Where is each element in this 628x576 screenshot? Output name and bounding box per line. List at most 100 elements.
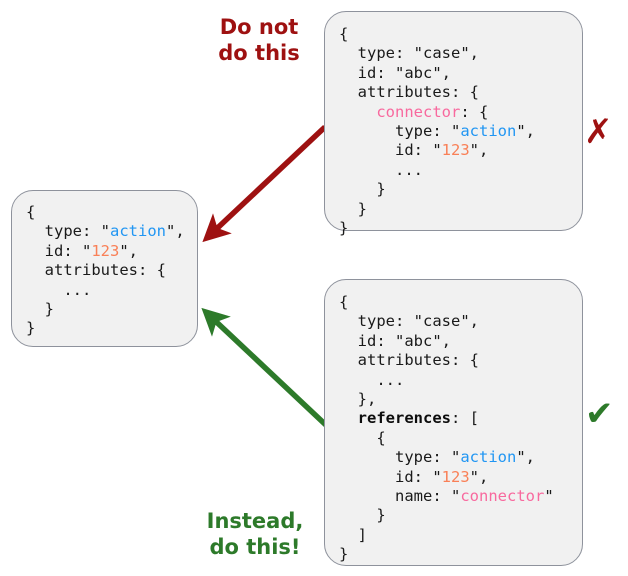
code-line: type: "action", (26, 222, 185, 241)
code-line: id: "abc", (339, 64, 568, 83)
code-token-text: " (469, 467, 479, 486)
code-token-text: }, (339, 389, 377, 408)
code-line: { (339, 429, 568, 448)
code-token-text: , (469, 312, 480, 331)
action-object-box: { type: "action", id: "123", attributes:… (11, 190, 198, 347)
code-token-value: 123 (91, 241, 120, 260)
code-token-text: " (432, 63, 442, 82)
code-line: } (26, 319, 183, 338)
code-token-text: " (544, 486, 554, 505)
code-token-text: id: " (26, 241, 92, 260)
code-line: type: "action", (339, 122, 568, 141)
code-line: id: "abc", (339, 332, 568, 351)
code-token-text: type: " (339, 312, 423, 331)
code-line: attributes: { (339, 351, 568, 370)
code-token-text: } (26, 319, 36, 338)
code-line: type: "case", (339, 312, 568, 331)
code-token-text: { (339, 293, 349, 311)
code-line: { (26, 203, 183, 222)
code-token-text: " (516, 121, 526, 140)
code-line: id: "123", (339, 141, 568, 160)
good-arrow (201, 307, 329, 429)
code-line: name: "connector" (339, 487, 568, 506)
code-token-text: id: " (339, 331, 405, 350)
code-token-text: , (128, 241, 139, 260)
code-token-text: , (175, 222, 185, 241)
code-line: } (339, 200, 568, 219)
code-token-text: , (469, 44, 480, 63)
bad-arrow (202, 124, 327, 243)
code-line: type: "action", (339, 448, 568, 467)
code-token-value: action (460, 448, 517, 467)
code-token-text: ... (339, 160, 423, 179)
code-line: ... (26, 281, 183, 300)
code-token-text: , (525, 121, 536, 140)
instead-do-this-label: Instead, do this! (206, 509, 304, 559)
code-line: { (339, 25, 568, 44)
code-token-text: attributes: { (26, 261, 166, 280)
code-token-value: case (423, 44, 461, 63)
code-token-value: action (110, 222, 166, 241)
code-line: attributes: { (339, 83, 568, 102)
bad-case-object-box: { type: "case", id: "abc", attributes: {… (324, 11, 583, 237)
cross-icon: ✗ (584, 112, 613, 152)
code-line: type: "case", (339, 44, 568, 63)
code-token-value: 123 (441, 141, 470, 160)
code-token-text: " (432, 331, 442, 350)
code-line: } (339, 545, 568, 564)
code-token-text: type: " (26, 222, 110, 241)
code-token-text: " (460, 312, 470, 331)
code-token-key-references: references (357, 409, 451, 428)
code-token-text: , (525, 448, 536, 467)
code-line: connector: { (339, 103, 568, 122)
code-line: id: "123", (339, 468, 568, 487)
code-token-text: { (339, 428, 386, 447)
code-line: } (339, 219, 568, 238)
code-token-text: { (26, 203, 36, 221)
code-token-text: " (516, 448, 526, 467)
check-icon: ✔ (585, 394, 614, 434)
code-token-text: } (26, 299, 54, 318)
code-token-punct: : { (460, 102, 489, 121)
code-token-text: name: " (339, 486, 461, 505)
code-token-text: attributes: { (339, 83, 479, 102)
code-line: } (339, 180, 568, 199)
code-line: ... (339, 161, 568, 180)
code-token-text: attributes: { (339, 351, 479, 370)
code-token-value: case (423, 312, 461, 331)
code-token-text: ... (339, 370, 405, 389)
code-token-key-connector: connector (376, 102, 461, 121)
code-token-text: id: " (339, 63, 405, 82)
code-token-text: " (166, 222, 176, 241)
code-token-text: id: " (339, 467, 442, 486)
code-token-text: { (339, 25, 349, 43)
code-token-text: ... (26, 280, 92, 299)
code-line: id: "123", (26, 242, 183, 261)
code-line: ] (339, 526, 568, 545)
do-not-do-this-label: Do not do this (218, 15, 300, 65)
code-token-text: , (441, 331, 452, 350)
code-line: references: [ (339, 409, 568, 428)
code-token-text: } (339, 218, 349, 237)
code-token-value: abc (404, 331, 433, 350)
code-line: attributes: { (26, 261, 183, 280)
code-token-text: ] (339, 525, 367, 544)
code-line: }, (339, 390, 568, 409)
code-token-value: abc (404, 63, 433, 82)
code-token-text: type: " (339, 121, 461, 140)
code-token-text: " (469, 141, 479, 160)
code-token-value: 123 (441, 467, 470, 486)
code-token-text: } (339, 545, 349, 564)
code-line: } (26, 300, 183, 319)
code-token-text: id: " (339, 141, 442, 160)
code-token-value: connector (460, 486, 545, 505)
code-token-text: " (119, 241, 129, 260)
code-token-text: " (460, 44, 470, 63)
code-token-text: , (479, 467, 489, 486)
code-token-text: } (339, 506, 386, 525)
code-token-punct: : [ (451, 409, 479, 428)
code-token-text: , (441, 63, 452, 82)
code-token-text: , (479, 141, 489, 160)
good-case-object-box: { type: "case", id: "abc", attributes: {… (324, 279, 583, 566)
code-token-text: } (339, 199, 367, 218)
